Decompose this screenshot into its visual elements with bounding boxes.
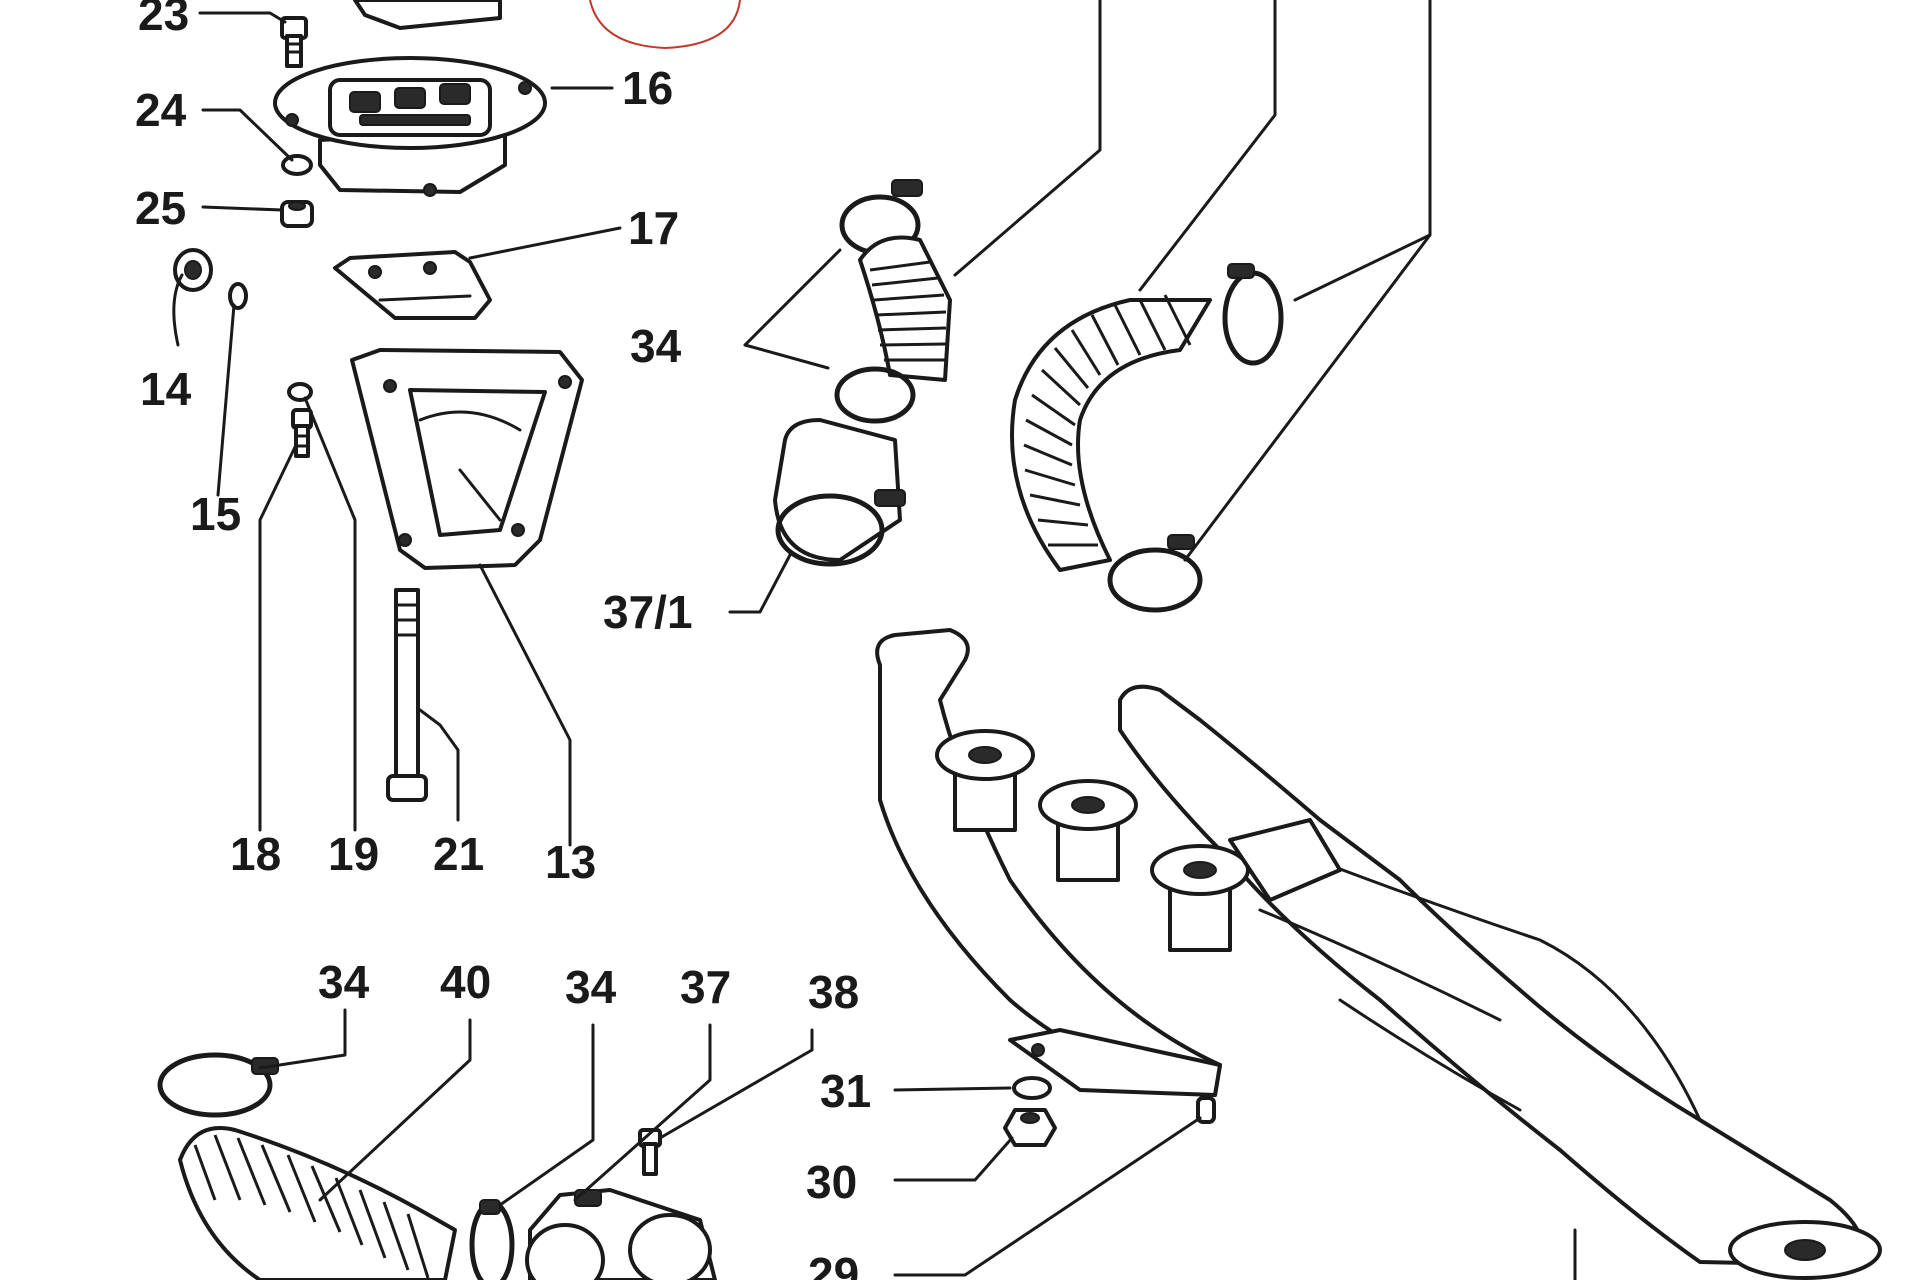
connector-37 (525, 1188, 717, 1280)
pin-29 (1196, 1096, 1216, 1124)
callout-17: 17 (628, 202, 679, 254)
callout-25: 25 (135, 182, 186, 234)
callout-18: 18 (230, 828, 281, 880)
top-clipped-bracket (353, 0, 502, 30)
callout-15: 15 (190, 488, 241, 540)
leader-lines (172, 0, 1577, 1280)
washer-19 (287, 382, 313, 402)
washer-24 (281, 154, 313, 176)
callout-29: 29 (808, 1248, 859, 1280)
callout-21: 21 (433, 828, 484, 880)
clamp-34-lower-mid (469, 1199, 515, 1280)
long-bolt-21 (386, 588, 428, 802)
nut-30 (1003, 1108, 1057, 1147)
callout-14: 14 (140, 363, 192, 415)
port-1 (935, 729, 1035, 832)
callout-23: 23 (138, 0, 189, 40)
bolt-23 (280, 16, 308, 68)
bracket-13 (350, 348, 584, 570)
callout-37-1: 37/1 (603, 586, 693, 638)
callout-16: 16 (622, 62, 673, 114)
callout-34-upper: 34 (630, 320, 682, 372)
callout-34-lower-mid: 34 (565, 961, 617, 1013)
washer-31 (1012, 1076, 1052, 1100)
flex-hose-40 (178, 1126, 457, 1280)
callout-40: 40 (440, 956, 491, 1008)
nut-25 (280, 200, 314, 228)
clamp-34-lower-left (157, 1052, 279, 1118)
port-2 (1038, 779, 1138, 882)
engine-mount-16 (273, 56, 547, 197)
flex-hose-right (1010, 263, 1284, 613)
callout-13: 13 (545, 836, 596, 888)
red-marker-arc (589, 0, 741, 50)
port-3 (1150, 844, 1250, 952)
washer-15 (228, 282, 248, 310)
hose-assembly-upper (773, 179, 952, 567)
callout-30: 30 (806, 1156, 857, 1208)
callout-24: 24 (135, 84, 187, 136)
callout-31: 31 (820, 1065, 871, 1117)
plate-17 (333, 250, 492, 320)
screw-18 (291, 408, 313, 458)
callout-38: 38 (808, 966, 859, 1018)
exhaust-manifold (875, 628, 1882, 1280)
callout-37: 37 (680, 961, 731, 1013)
callout-19: 19 (328, 828, 379, 880)
nut-14 (173, 248, 213, 292)
screw-38 (638, 1128, 662, 1176)
callout-34-lower-left: 34 (318, 956, 370, 1008)
